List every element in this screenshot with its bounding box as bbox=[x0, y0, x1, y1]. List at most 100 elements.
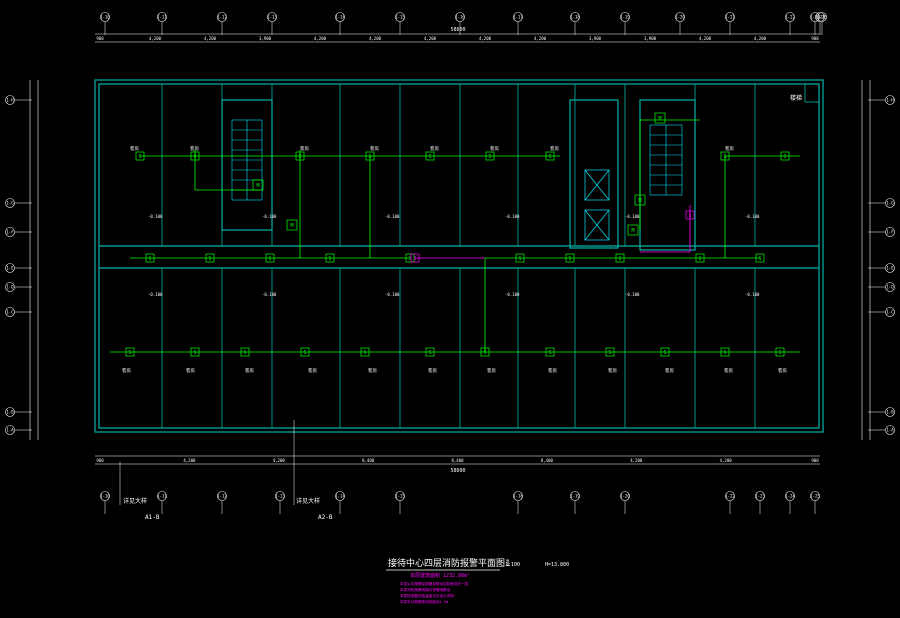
module-symbol: M bbox=[638, 198, 641, 204]
top-axis-bubble bbox=[395, 12, 405, 22]
module-box-icon bbox=[286, 219, 298, 231]
dimension-text: 3,900 bbox=[589, 36, 602, 41]
bathroom-elevation: -0.100 bbox=[625, 214, 640, 219]
dimension-text: 900 bbox=[96, 36, 104, 41]
dimension-text: 4,200 bbox=[424, 36, 437, 41]
left-axis-bubble bbox=[5, 227, 15, 237]
bottom-axis-bubble bbox=[725, 491, 735, 501]
smoke-detector-icon bbox=[425, 347, 435, 357]
smoke-detector-icon bbox=[775, 347, 785, 357]
top-axis-bubble bbox=[675, 12, 685, 22]
smoke-detector-icon bbox=[485, 151, 495, 161]
dimension-text: 8,400 bbox=[541, 458, 554, 463]
right-axis-bubbles: 1-H1-G1-F1-E1-D1-C1-B1-A bbox=[868, 95, 895, 435]
room-label: 客房 bbox=[724, 367, 733, 374]
smoke-detector-icon bbox=[565, 253, 575, 263]
right-axis-bubble bbox=[885, 307, 895, 317]
top-axis-label: 1-11 bbox=[157, 15, 167, 20]
dimension-text: 4,200 bbox=[314, 36, 327, 41]
left-axis-label: 1-E bbox=[6, 266, 14, 271]
bottom-axis-bubble bbox=[100, 491, 110, 501]
left-axis-label: 1-F bbox=[6, 230, 14, 235]
bathroom-elevation: -0.100 bbox=[385, 292, 400, 297]
smoke-detector-icon bbox=[780, 151, 790, 161]
smoke-detector-icon bbox=[685, 210, 695, 220]
smoke-detector-icon bbox=[135, 151, 145, 161]
area-note: 本层建筑面积 1232.80m² bbox=[410, 572, 470, 579]
bottom-axis-bubble bbox=[810, 491, 820, 501]
callout-1-label: 详见大样 bbox=[123, 497, 147, 505]
top-axis-bubble bbox=[335, 12, 345, 22]
smoke-detector-icon bbox=[125, 347, 135, 357]
bottom-axis-label: 1-14 bbox=[335, 494, 345, 499]
detail-callout-2: 详见大样 A2-B bbox=[293, 420, 333, 521]
smoke-detector-icon bbox=[755, 253, 765, 263]
left-axis-label: 1-A bbox=[6, 428, 14, 433]
top-axis-label: 1-17 bbox=[513, 15, 523, 20]
room-label: 客房 bbox=[487, 367, 496, 374]
top-axis-bubble bbox=[100, 12, 110, 22]
bottom-axis-bubble bbox=[157, 491, 167, 501]
device-symbol: S bbox=[408, 256, 411, 262]
bottom-axis-bubble bbox=[620, 491, 630, 501]
device-symbol: S bbox=[618, 256, 621, 262]
dimension-text: 8,400 bbox=[451, 458, 464, 463]
top-axis-bubble bbox=[513, 12, 523, 22]
right-axis-label: 1-B bbox=[886, 410, 894, 415]
dimension-text: 900 bbox=[811, 36, 819, 41]
left-axis-bubble bbox=[5, 95, 15, 105]
device-symbol: S bbox=[783, 154, 786, 160]
bottom-axis-label: 1-18 bbox=[513, 494, 523, 499]
note-1: 本层火灾报警控制器及联动控制室设在一层 bbox=[400, 581, 469, 586]
dimension-text: 4,200 bbox=[630, 458, 643, 463]
smoke-detector-icon bbox=[190, 347, 200, 357]
smoke-detector-icon bbox=[325, 253, 335, 263]
dimension-text: 8,400 bbox=[362, 458, 375, 463]
drawing-scale: 1:100 bbox=[505, 562, 520, 568]
device-symbol: S bbox=[208, 256, 211, 262]
bathroom-elevation: -0.100 bbox=[505, 214, 520, 219]
smoke-detector-icon bbox=[410, 253, 420, 263]
room-label: 客房 bbox=[300, 145, 309, 152]
bathroom-elevation: -0.100 bbox=[148, 214, 163, 219]
module-symbol: M bbox=[290, 223, 293, 229]
smoke-detector-icon bbox=[605, 347, 615, 357]
dimension-text: 900 bbox=[811, 458, 819, 463]
room-label: 客房 bbox=[608, 367, 617, 374]
bottom-axis-label: 1-15 bbox=[395, 494, 405, 499]
drawing-elevation: H=13.800 bbox=[545, 562, 569, 568]
top-axis-label: 1-15 bbox=[395, 15, 405, 20]
dimension-text: 4,200 bbox=[149, 36, 162, 41]
callout-2-ref: A2-B bbox=[318, 514, 333, 521]
right-axis-bubble bbox=[885, 407, 895, 417]
top-axis-bubble bbox=[785, 12, 795, 22]
module-box-icon bbox=[252, 179, 264, 191]
room-label: 客房 bbox=[130, 145, 139, 152]
left-axis-label: 1-B bbox=[6, 410, 14, 415]
dimension-text: 4,200 bbox=[183, 458, 196, 463]
bottom-axis-label: 1-25 bbox=[810, 494, 820, 499]
room-label: 客房 bbox=[370, 145, 379, 152]
room-label: 客房 bbox=[548, 367, 557, 374]
right-axis-label: 1-F bbox=[886, 230, 894, 235]
detail-callout-1: 详见大样 A1-B bbox=[119, 462, 160, 521]
column-grid bbox=[161, 84, 756, 428]
dimension-text: 4,200 bbox=[754, 36, 767, 41]
top-axis-bubble bbox=[817, 12, 827, 22]
device-symbol: S bbox=[413, 256, 416, 262]
device-symbol: S bbox=[328, 256, 331, 262]
top-total-dimension: 58600 bbox=[450, 27, 465, 33]
bathroom-elevation: -0.100 bbox=[148, 292, 163, 297]
device-symbol: S bbox=[518, 256, 521, 262]
room-labels: 客房客房客房客房客房客房客房客房客房客房客房客房客房客房客房客房客房客房客房客房… bbox=[122, 145, 787, 374]
smoke-detector-icon bbox=[515, 253, 525, 263]
device-symbol: S bbox=[548, 350, 551, 356]
room-label: 客房 bbox=[190, 145, 199, 152]
corner-room bbox=[804, 83, 820, 103]
top-axis-label: 1-10 bbox=[100, 15, 110, 20]
device-symbol: S bbox=[368, 154, 371, 160]
right-axis-label: 1-C bbox=[886, 310, 894, 315]
